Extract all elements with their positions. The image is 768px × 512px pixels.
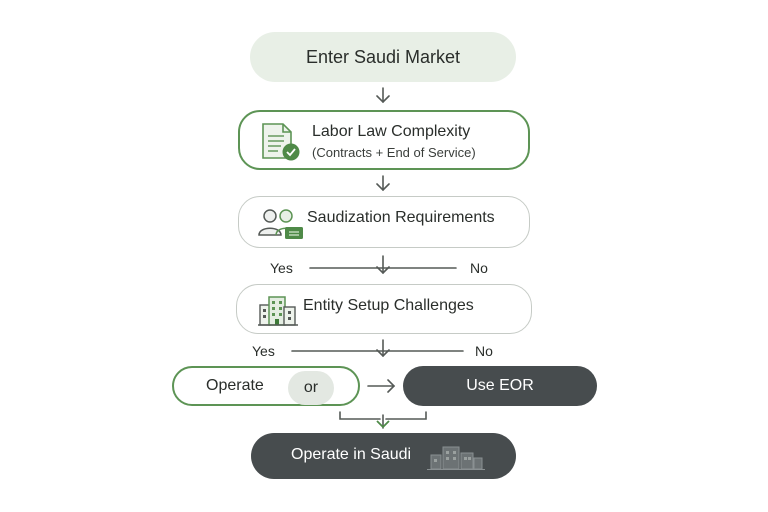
saudization-node: Saudization Requirements bbox=[238, 196, 530, 248]
final-label: Operate in Saudi bbox=[291, 446, 412, 463]
arrow-head-3 bbox=[376, 266, 390, 275]
decision2-no-label: No bbox=[475, 343, 493, 359]
arrow-head-4 bbox=[376, 349, 390, 358]
labor-title: Labor Law Complexity bbox=[312, 123, 471, 140]
final-node: Operate in Saudi bbox=[251, 433, 516, 479]
arrow-head-5 bbox=[387, 379, 396, 393]
decision1-no-label: No bbox=[470, 260, 488, 276]
start-label: Enter Saudi Market bbox=[305, 46, 461, 67]
operate-label: Operate bbox=[206, 377, 264, 394]
or-bubble: or bbox=[288, 371, 334, 405]
saudization-title: Saudization Requirements bbox=[307, 209, 495, 226]
decision1-yes-label: Yes bbox=[270, 260, 293, 276]
labor-subtitle: (Contracts + End of Service) bbox=[312, 145, 476, 160]
entity-setup-node: Entity Setup Challenges bbox=[236, 284, 532, 334]
building-icon bbox=[257, 293, 299, 332]
document-check-icon bbox=[260, 122, 302, 167]
entity-title: Entity Setup Challenges bbox=[303, 297, 474, 314]
start-node: Enter Saudi Market bbox=[250, 32, 516, 82]
labor-law-node: Labor Law Complexity (Contracts + End of… bbox=[238, 110, 530, 170]
arrow-head-final bbox=[376, 420, 390, 429]
arrow-head-2 bbox=[376, 183, 390, 192]
arrow-head-1 bbox=[376, 95, 390, 104]
decision2-yes-label: Yes bbox=[252, 343, 275, 359]
eor-label: Use EOR bbox=[466, 377, 534, 394]
use-eor-option: Use EOR bbox=[403, 366, 597, 406]
city-buildings-icon bbox=[427, 443, 485, 476]
people-money-icon bbox=[257, 205, 305, 246]
or-label: or bbox=[303, 379, 319, 396]
merge-bracket bbox=[339, 411, 427, 420]
